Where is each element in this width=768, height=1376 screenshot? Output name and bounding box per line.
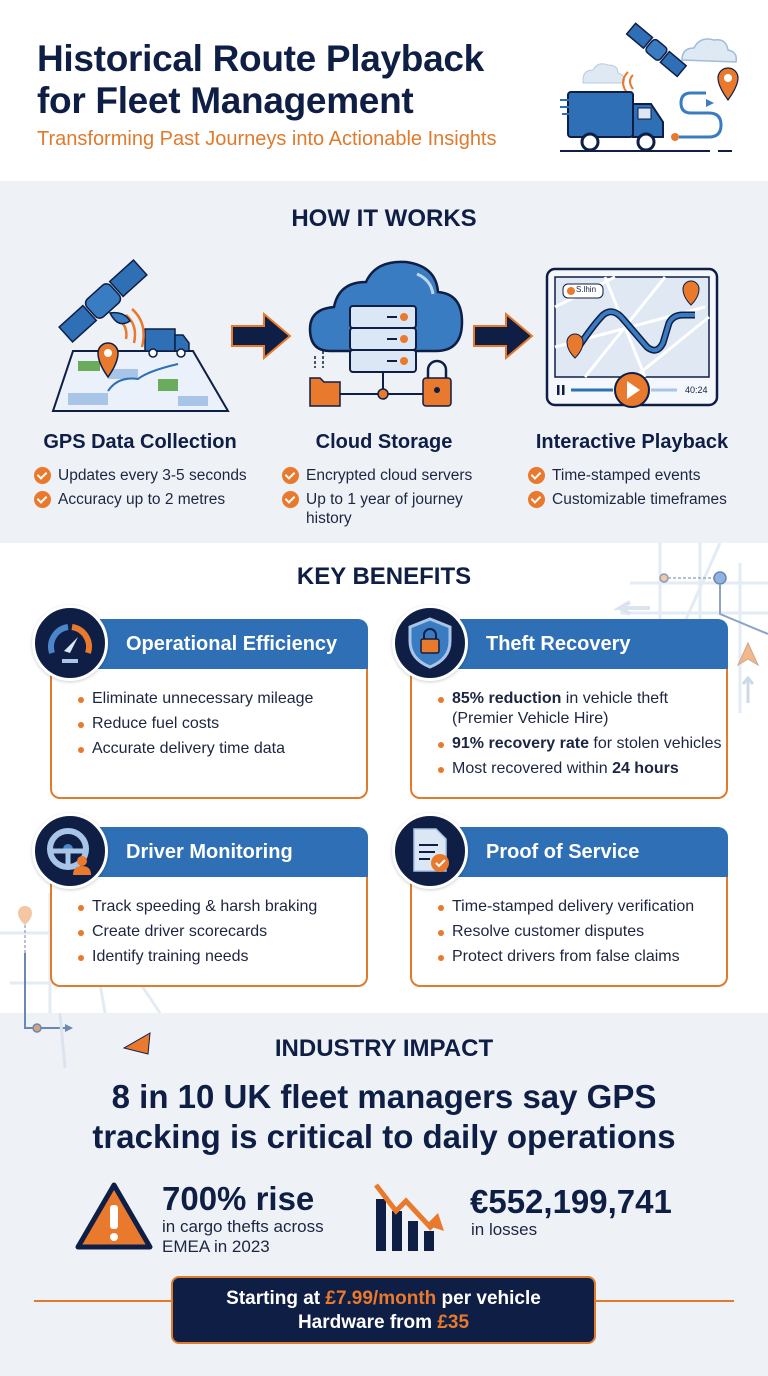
pricing-line-1: Starting at £7.99/month per vehicle xyxy=(226,1288,541,1309)
playback-points: Time-stamped events Customizable timefra… xyxy=(528,466,748,514)
steering-wheel-driver-icon xyxy=(32,813,108,889)
player-time: 40:24 xyxy=(685,385,708,395)
route-icon xyxy=(671,91,723,141)
headline-line-1: 8 in 10 UK fleet managers say GPS xyxy=(111,1078,657,1115)
pricing-banner: Starting at £7.99/month per vehicle Hard… xyxy=(171,1276,596,1344)
benefit-card-proof-of-service: Proof of Service Time-stamped delivery v… xyxy=(392,813,728,987)
list-item: Up to 1 year of journey history xyxy=(282,490,482,528)
stat-value-losses: €552,199,741 xyxy=(470,1183,672,1220)
document-check-icon xyxy=(392,813,468,889)
delivery-truck-icon xyxy=(560,91,732,152)
benefit-card-theft-recovery: Theft Recovery 85% reduction in vehicle … xyxy=(392,605,728,799)
hero-truck-satellite-icon xyxy=(560,22,739,152)
list-item: 85% reduction in vehicle theft (Premier … xyxy=(438,689,728,729)
benefit-points: Eliminate unnecessary mileage Reduce fue… xyxy=(78,689,313,764)
impact-headline: 8 in 10 UK fleet managers say GPS tracki… xyxy=(0,1077,768,1157)
section-title-key-benefits: KEY BENEFITS xyxy=(296,563,472,590)
list-item: Time-stamped delivery verification xyxy=(438,897,694,917)
card-header: Driver Monitoring xyxy=(90,827,368,877)
stat-desc-losses: in losses xyxy=(471,1220,538,1239)
headline-line-2: tracking is critical to daily operations xyxy=(92,1118,676,1155)
step-title-playback: Interactive Playback xyxy=(535,431,729,453)
declining-chart-icon xyxy=(374,1183,444,1251)
stat-desc-cargo-theft: in cargo thefts across EMEA in 2023 xyxy=(162,1217,324,1256)
benefit-card-operational-efficiency: Operational Efficiency Eliminate unneces… xyxy=(32,605,368,799)
how-it-works-section: HOW IT WORKS xyxy=(0,181,768,543)
stat-value-cargo-theft: 700% rise xyxy=(162,1180,315,1217)
list-item: Accurate delivery time data xyxy=(78,739,313,759)
satellite-map-icon xyxy=(51,259,230,412)
cloud-points: Encrypted cloud servers Up to 1 year of … xyxy=(282,466,482,533)
check-icon xyxy=(282,467,299,484)
card-header: Theft Recovery xyxy=(450,619,728,669)
shield-lock-icon xyxy=(392,605,468,681)
check-icon xyxy=(34,491,51,508)
satellite-icon xyxy=(625,22,688,78)
arrow-right-icon xyxy=(231,311,292,361)
step-title-gps: GPS Data Collection xyxy=(43,431,237,453)
header: Historical Route Playback for Fleet Mana… xyxy=(0,0,768,181)
list-item: Create driver scorecards xyxy=(78,922,317,942)
list-item: Identify training needs xyxy=(78,947,317,967)
player-label: S.lhin xyxy=(576,285,597,294)
list-item: Protect drivers from false claims xyxy=(438,947,694,967)
hardware-price: £35 xyxy=(437,1312,470,1333)
map-decoration-icon xyxy=(612,543,768,713)
section-title-industry-impact: INDUSTRY IMPACT xyxy=(274,1035,494,1062)
card-header: Proof of Service xyxy=(450,827,728,877)
list-item: Updates every 3-5 seconds xyxy=(34,466,254,485)
route-arrow-decoration-icon xyxy=(24,1013,151,1069)
step-title-cloud: Cloud Storage xyxy=(315,431,453,453)
list-item: Accuracy up to 2 metres xyxy=(34,490,254,509)
warning-icon xyxy=(75,1182,153,1250)
page-title: Historical Route Playback for Fleet Mana… xyxy=(37,38,484,122)
benefit-points: 85% reduction in vehicle theft (Premier … xyxy=(438,689,728,784)
pricing-line-2: Hardware from £35 xyxy=(297,1312,470,1333)
map-playback-icon: S.lhin 40:24 xyxy=(545,267,719,409)
title-line-2: for Fleet Management xyxy=(37,80,414,121)
map-playback-frame xyxy=(545,267,719,408)
list-item: Time-stamped events xyxy=(528,466,748,485)
list-item: Track speeding & harsh braking xyxy=(78,897,317,917)
arrow-right-icon xyxy=(473,311,534,361)
list-item: Eliminate unnecessary mileage xyxy=(78,689,313,709)
title-line-1: Historical Route Playback xyxy=(37,38,484,79)
benefit-card-driver-monitoring: Driver Monitoring Track speeding & harsh… xyxy=(32,813,368,987)
check-icon xyxy=(282,491,299,508)
check-icon xyxy=(34,467,51,484)
industry-impact-section: INDUSTRY IMPACT 8 in 10 UK fleet manager… xyxy=(0,1013,768,1376)
list-item: Most recovered within 24 hours xyxy=(438,759,728,779)
check-icon xyxy=(528,467,545,484)
benefit-points: Track speeding & harsh braking Create dr… xyxy=(78,897,317,972)
card-header: Operational Efficiency xyxy=(90,619,368,669)
gps-points: Updates every 3-5 seconds Accuracy up to… xyxy=(34,466,254,514)
list-item: Encrypted cloud servers xyxy=(282,466,482,485)
list-item: Customizable timeframes xyxy=(528,490,748,509)
check-icon xyxy=(528,491,545,508)
map-pin-icon xyxy=(717,67,739,102)
list-item: 91% recovery rate for stolen vehicles xyxy=(438,734,728,754)
section-title-how-it-works: HOW IT WORKS xyxy=(291,205,477,232)
key-benefits-section: KEY BENEFITS Operational Efficiency Elim… xyxy=(0,543,768,1013)
cloud-server-icon xyxy=(308,260,464,407)
monthly-price: £7.99/month xyxy=(325,1288,437,1309)
page-subtitle: Transforming Past Journeys into Actionab… xyxy=(37,128,497,150)
speedometer-icon xyxy=(32,605,108,681)
list-item: Reduce fuel costs xyxy=(78,714,313,734)
list-item: Resolve customer disputes xyxy=(438,922,694,942)
benefit-points: Time-stamped delivery verification Resol… xyxy=(438,897,694,972)
